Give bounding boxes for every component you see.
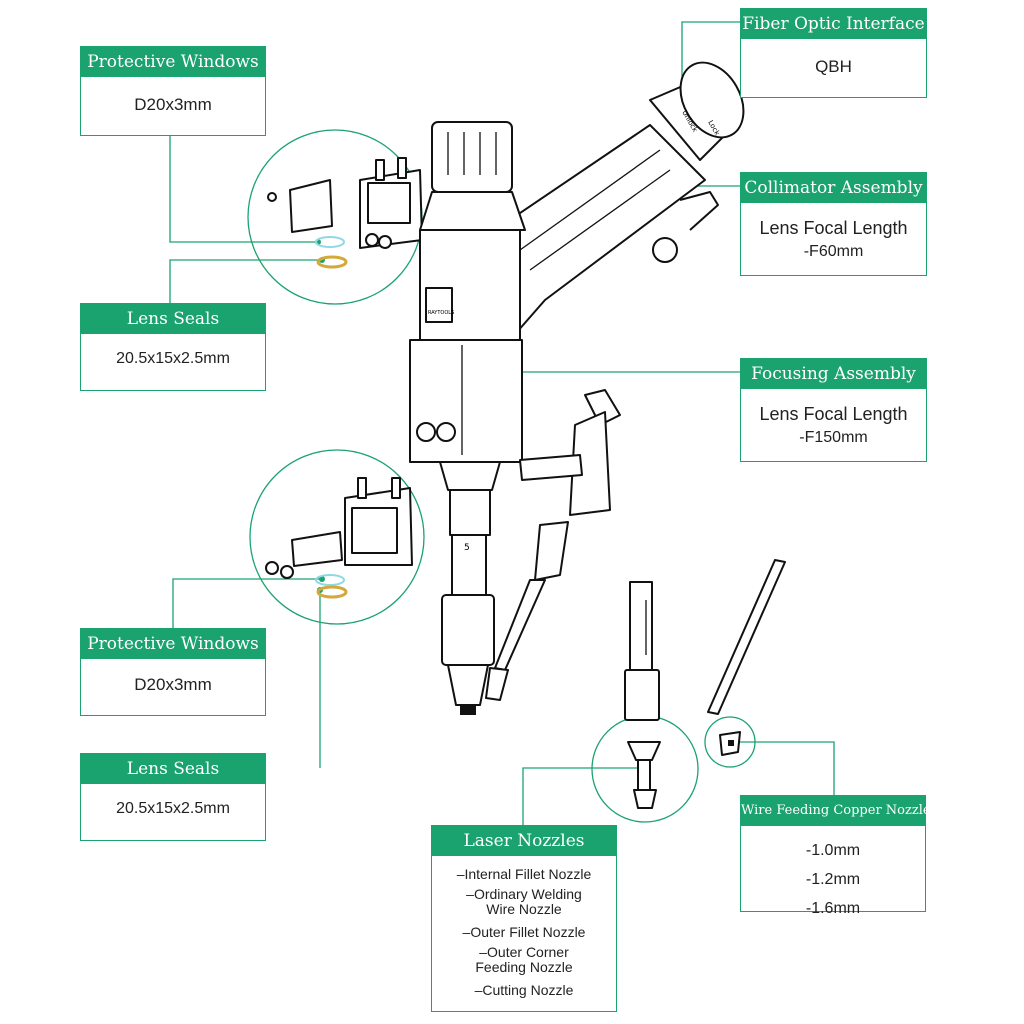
card-laser-nozzles: Laser Nozzles –Internal Fillet Nozzle –O… (431, 825, 617, 1012)
window-lens-top (315, 236, 345, 248)
card-value: Feeding Nozzle (475, 959, 573, 975)
card-wire-feeding-copper-nozzle: Wire Feeding Copper Nozzle -1.0mm -1.2mm… (740, 795, 931, 917)
card-title: Focusing Assembly (741, 359, 926, 389)
detail-circle-wire-nozzle (704, 716, 756, 768)
card-value: -F60mm (803, 243, 864, 260)
card-value: –Internal Fillet Nozzle (456, 866, 592, 882)
card-title: Laser Nozzles (432, 826, 616, 856)
card-value: –Ordinary Welding (466, 886, 582, 902)
card-value: Wire Nozzle (486, 901, 562, 917)
card-value: 20.5x15x2.5mm (116, 800, 230, 817)
card-lens-seals-bottom: Lens Seals 20.5x15x2.5mm (80, 753, 266, 841)
card-collimator-assembly: Collimator Assembly Lens Focal Length -F… (740, 172, 927, 276)
card-value: QBH (815, 57, 852, 76)
protective-window-holder-bottom (265, 477, 413, 579)
card-value: –Cutting Nozzle (474, 982, 574, 998)
card-protective-windows-bottom: Protective Windows D20x3mm (80, 628, 266, 716)
card-lens-seals-top: Lens Seals 20.5x15x2.5mm (80, 303, 266, 391)
card-value: -1.0mm (805, 842, 861, 859)
card-value: –Outer Corner (479, 944, 569, 960)
card-title: Protective Windows (81, 629, 265, 659)
card-value: -1.6mm (805, 900, 861, 917)
card-protective-windows-top: Protective Windows D20x3mm (80, 46, 266, 136)
logo-text: RAYTOOLS (428, 310, 454, 316)
protective-window-holder-top (267, 157, 423, 249)
card-value: D20x3mm (134, 95, 212, 114)
card-title: Collimator Assembly (741, 173, 926, 203)
card-value: Lens Focal Length (759, 218, 908, 238)
card-fiber-optic-interface: Fiber Optic Interface QBH (740, 8, 927, 98)
card-value: D20x3mm (134, 675, 212, 694)
card-value: –Outer Fillet Nozzle (462, 924, 586, 940)
copper-wire-nozzle (707, 559, 786, 756)
card-focusing-assembly: Focusing Assembly Lens Focal Length -F15… (740, 358, 927, 462)
lens-seal-bottom (316, 585, 348, 599)
card-title: Lens Seals (81, 754, 265, 784)
scale-digit: 5 (464, 543, 470, 553)
lens-seal-top (316, 255, 348, 269)
detail-circle-bottom (249, 449, 425, 625)
card-title: Wire Feeding Copper Nozzle (741, 796, 931, 826)
main-body (409, 121, 526, 715)
card-title: Fiber Optic Interface (741, 9, 926, 39)
wire-feed-attachment (485, 389, 621, 701)
card-value: -F150mm (799, 429, 868, 446)
card-title: Protective Windows (81, 47, 265, 77)
spare-laser-nozzle (624, 581, 661, 809)
window-lens-bottom (315, 574, 345, 586)
collimator-arm (494, 61, 745, 341)
card-value: -1.2mm (805, 871, 861, 888)
card-title: Lens Seals (81, 304, 265, 334)
card-value: 20.5x15x2.5mm (116, 350, 230, 367)
card-value: Lens Focal Length (759, 404, 908, 424)
